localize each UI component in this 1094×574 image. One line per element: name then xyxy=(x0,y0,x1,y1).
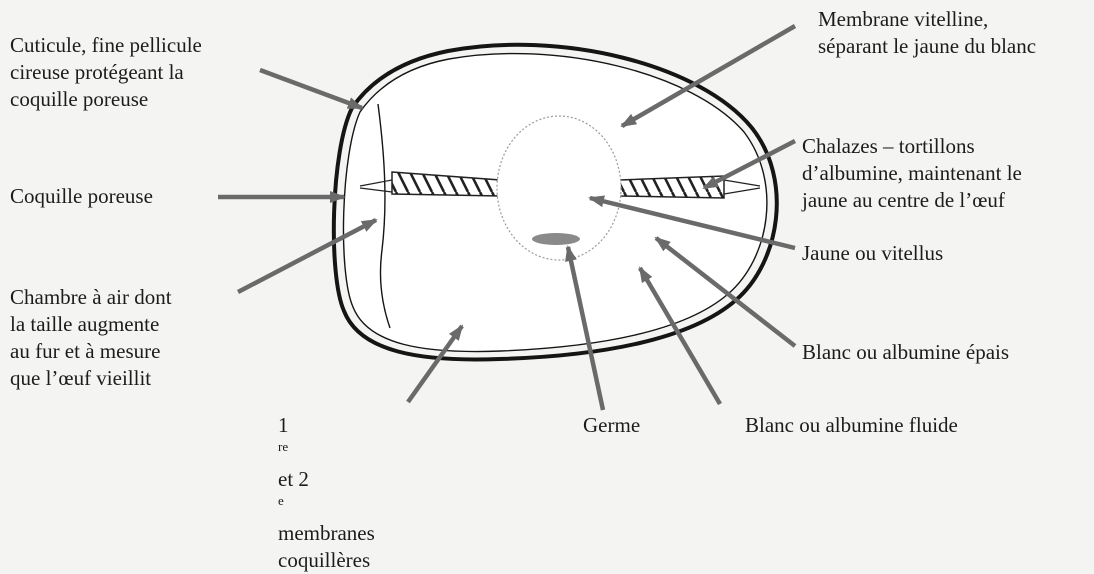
label-germe-line: Germe xyxy=(583,412,640,439)
label-membranes-line2: coquillères xyxy=(278,547,375,574)
membranes-sup1: re xyxy=(278,439,288,454)
label-jaune: Jaune ou vitellus xyxy=(802,240,943,267)
label-chambre-line: que l’œuf vieillit xyxy=(10,365,172,392)
label-chambre-line: la taille augmente xyxy=(10,311,172,338)
label-chambre-line: Chambre à air dont xyxy=(10,284,172,311)
arrow-cuticule xyxy=(260,70,362,108)
membranes-mid: et 2 xyxy=(278,466,375,493)
label-chalazes-line: d’albumine, maintenant le xyxy=(802,160,1022,187)
germ xyxy=(532,233,580,245)
label-epais-line: Blanc ou albumine épais xyxy=(802,339,1009,366)
label-vitelline-line: séparant le jaune du blanc xyxy=(818,33,1036,60)
label-coquille: Coquille poreuse xyxy=(10,183,153,210)
label-vitelline-line: Membrane vitelline, xyxy=(818,6,1036,33)
label-cuticule-line: coquille poreuse xyxy=(10,86,202,113)
label-chalazes: Chalazes – tortillons d’albumine, mainte… xyxy=(802,133,1022,214)
label-epais: Blanc ou albumine épais xyxy=(802,339,1009,366)
label-fluide: Blanc ou albumine fluide xyxy=(745,412,958,439)
label-fluide-line: Blanc ou albumine fluide xyxy=(745,412,958,439)
label-cuticule-line: cireuse protégeant la xyxy=(10,59,202,86)
label-coquille-line: Coquille poreuse xyxy=(10,183,153,210)
membranes-rest: membranes xyxy=(278,520,375,547)
label-chalazes-line: Chalazes – tortillons xyxy=(802,133,1022,160)
label-chambre-line: au fur et à mesure xyxy=(10,338,172,365)
label-chambre: Chambre à air dont la taille augmente au… xyxy=(10,284,172,392)
label-jaune-line: Jaune ou vitellus xyxy=(802,240,943,267)
label-chalazes-line: jaune au centre de l’œuf xyxy=(802,187,1022,214)
label-germe: Germe xyxy=(583,412,640,439)
label-vitelline: Membrane vitelline, séparant le jaune du… xyxy=(818,6,1036,60)
membranes-sup2: e xyxy=(278,493,284,508)
membranes-num1: 1 xyxy=(278,412,375,439)
label-cuticule: Cuticule, fine pellicule cireuse protége… xyxy=(10,32,202,113)
label-cuticule-line: Cuticule, fine pellicule xyxy=(10,32,202,59)
